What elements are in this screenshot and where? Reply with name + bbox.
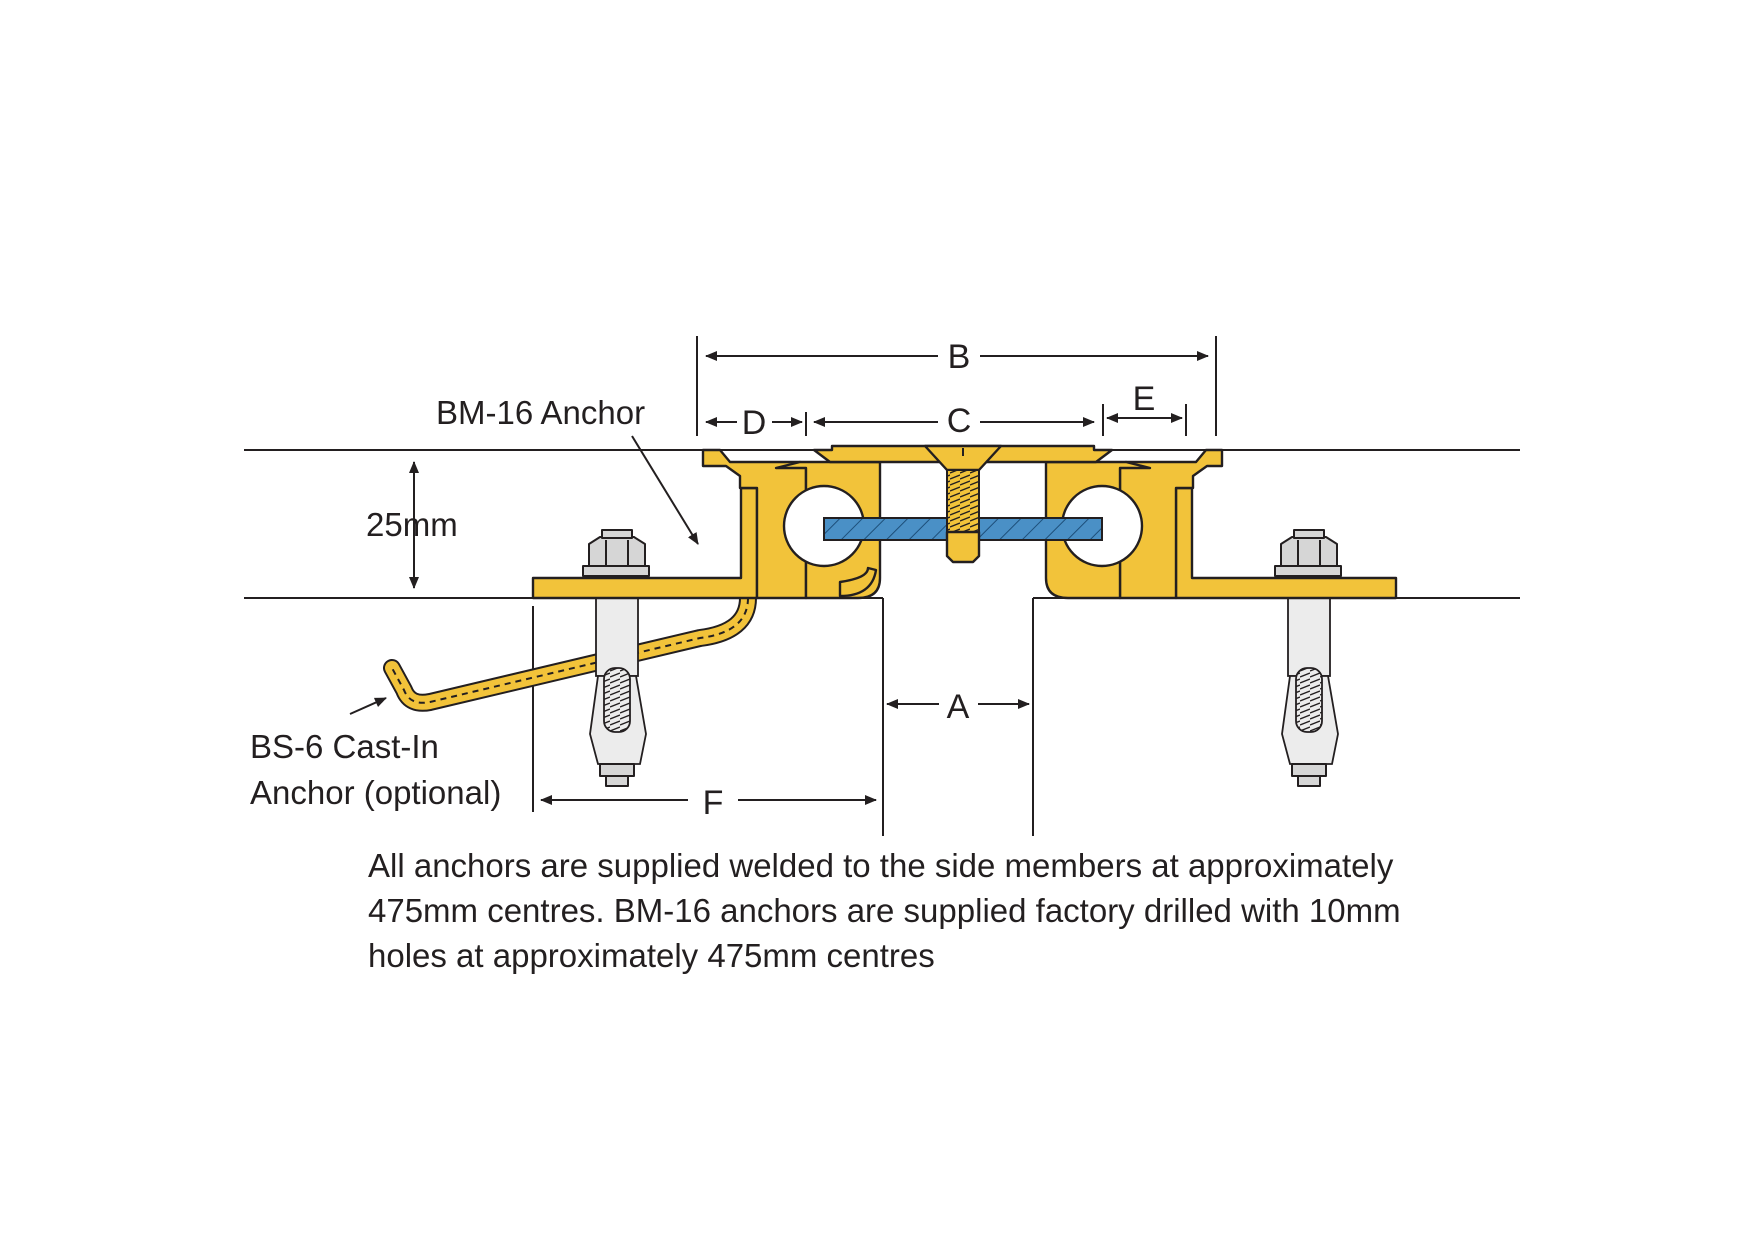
- dimension-label-e: E: [1133, 380, 1156, 418]
- dimension-label-f: F: [703, 784, 724, 822]
- note-line-2: 475mm centres. BM-16 anchors are supplie…: [368, 892, 1401, 929]
- depth-label-25mm: 25mm: [366, 506, 458, 543]
- bm16-anchor-label: BM-16 Anchor: [436, 394, 645, 431]
- bs6-leader-line: [349, 697, 387, 715]
- dimension-label-a: A: [947, 688, 970, 726]
- dimension-label-b: B: [948, 338, 971, 376]
- centre-bolt: [923, 444, 1003, 564]
- note-line-3: holes at approximately 475mm centres: [368, 937, 935, 974]
- bs6-anchor-label-line2: Anchor (optional): [250, 774, 501, 811]
- expansion-bolt-right: [1274, 529, 1342, 787]
- bs6-anchor-label-line1: BS-6 Cast-In: [250, 728, 439, 765]
- dimension-lines: [409, 336, 1217, 805]
- dimension-label-d: D: [742, 404, 767, 442]
- bm16-leader-line: [631, 435, 699, 545]
- dimension-label-c: C: [947, 402, 972, 440]
- note-line-1: All anchors are supplied welded to the s…: [368, 847, 1394, 884]
- expansion-bolt-left: [582, 529, 650, 787]
- side-member-left: [531, 448, 882, 600]
- bs6-cast-in-anchor: [383, 589, 757, 712]
